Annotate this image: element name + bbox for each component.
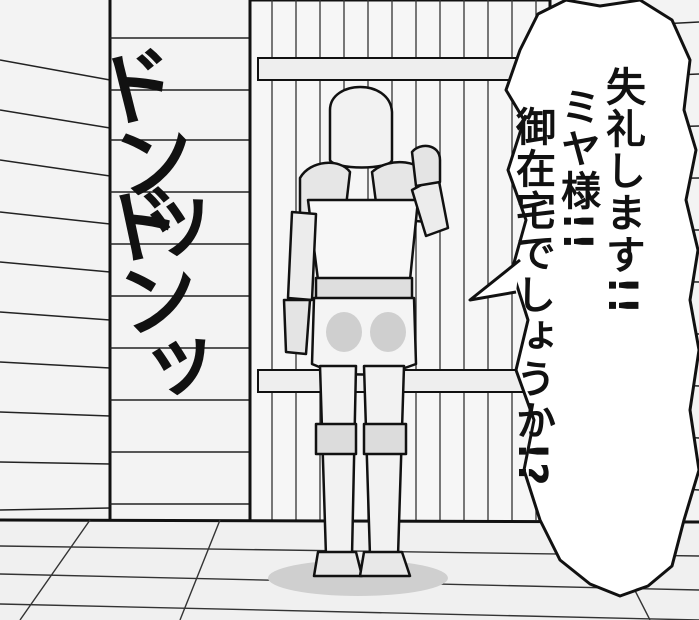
knight-left-leg [318,364,358,558]
knight-right-leg [362,364,406,558]
knight-right-fist [410,144,442,188]
knight-left-gauntlet [282,298,312,356]
left-wall-planks [0,59,111,511]
armored-knight [282,85,450,578]
knight-right-foot [358,550,412,578]
speech-bubble [504,0,699,598]
knight-left-foot [312,550,364,578]
middle-wall-planks [110,37,250,505]
speech-line-1: 失礼します!! [599,66,645,317]
knight-torso [306,198,420,282]
knight-helmet [328,85,394,169]
speech-line-2: ミヤ様!! [554,86,600,253]
knight-belt [314,276,414,302]
knight-left-knee [314,422,358,456]
speech-bubble-tail [468,258,521,302]
speech-line-3: 御在宅でしょうか!? [509,106,555,488]
knight-right-knee [362,422,408,456]
knight-left-arm [286,210,318,302]
door-crossbar-top [257,57,539,81]
